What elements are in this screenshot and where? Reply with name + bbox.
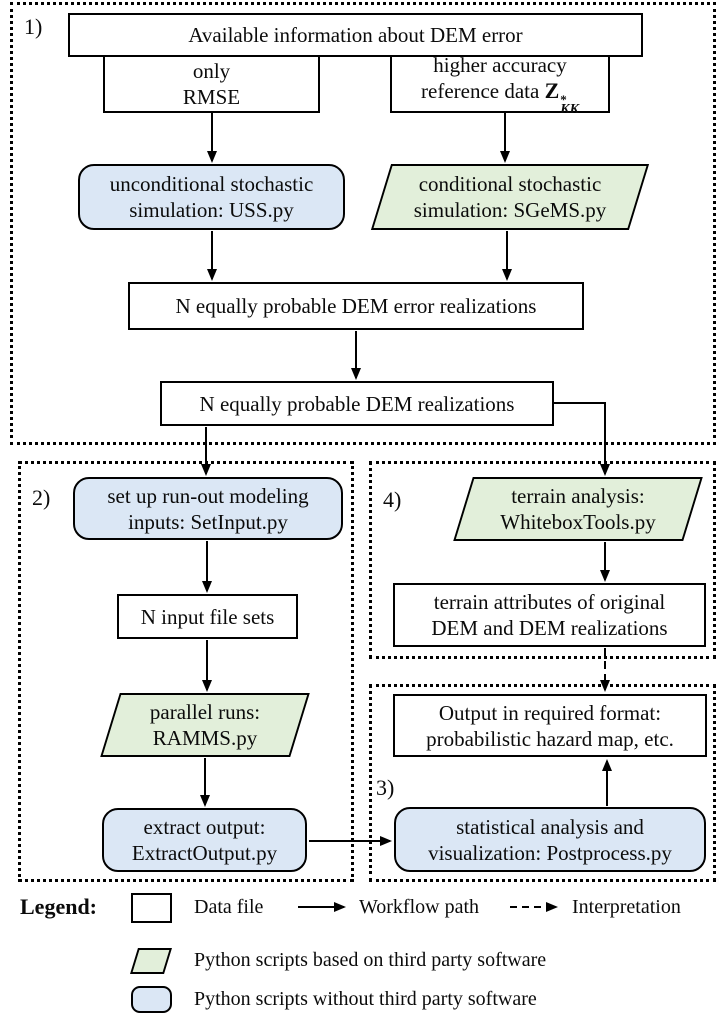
node-available-info: Available information about DEM error bbox=[68, 13, 643, 57]
node-dem-realizations: N equally probable DEM realizations bbox=[160, 381, 554, 426]
node-dem-error-realizations: N equally probable DEM error realization… bbox=[128, 282, 584, 330]
node-set-input: set up run-out modeling inputs: SetInput… bbox=[73, 477, 343, 540]
node-ramms-line1: parallel runs: bbox=[149, 700, 261, 724]
node-ramms-line2: RAMMS.py bbox=[152, 726, 258, 750]
node-terrain-attributes: terrain attributes of original DEM and D… bbox=[393, 583, 706, 647]
reference-data-label: reference data bbox=[421, 79, 540, 103]
section-3-border bbox=[369, 684, 716, 882]
legend-workflow-arrow-icon bbox=[298, 902, 346, 912]
node-sgems-line1: conditional stochastic bbox=[418, 172, 602, 196]
z-symbol-scripts: *KK bbox=[560, 92, 579, 117]
section-1-label: 1) bbox=[24, 14, 43, 39]
z-superscript: * bbox=[560, 92, 567, 107]
node-output-format: Output in required format: probabilistic… bbox=[393, 694, 707, 757]
node-available-info-text: Available information about DEM error bbox=[188, 23, 523, 47]
section-4-border bbox=[369, 461, 716, 659]
node-ramms-inner: parallel runs: RAMMS.py bbox=[112, 695, 298, 755]
legend-workflow-path-label: Workflow path bbox=[359, 896, 480, 918]
node-postprocess-line2: visualization: Postprocess.py bbox=[428, 840, 672, 865]
node-ramms: parallel runs: RAMMS.py bbox=[100, 693, 310, 757]
node-sgems-line2: simulation: SGeMS.py bbox=[413, 198, 607, 222]
node-terrain-attributes-line2: DEM and DEM realizations bbox=[431, 616, 668, 640]
legend-title: Legend: bbox=[20, 894, 97, 919]
node-terrain-analysis-line1: terrain analysis: bbox=[511, 484, 645, 508]
section-1-border bbox=[10, 2, 716, 445]
node-reference-data: higher accuracy reference data Z*KK bbox=[390, 53, 610, 117]
node-uss-line1: unconditional stochastic bbox=[109, 172, 314, 196]
section-3-label: 3) bbox=[376, 775, 395, 800]
legend-data-file-label: Data file bbox=[194, 896, 264, 918]
legend-interpretation-label: Interpretation bbox=[572, 896, 681, 918]
node-postprocess-line1: statistical analysis and bbox=[456, 814, 644, 839]
node-postprocess: statistical analysis and visualization: … bbox=[394, 807, 706, 872]
node-reference-data-line1: higher accuracy bbox=[433, 53, 567, 77]
node-dem-realizations-text: N equally probable DEM realizations bbox=[199, 391, 515, 416]
legend-third-party-swatch bbox=[130, 948, 172, 974]
node-only-rmse-line2: RMSE bbox=[182, 85, 241, 109]
node-only-rmse: only RMSE bbox=[103, 55, 320, 113]
node-set-input-line1: set up run-out modeling bbox=[107, 483, 309, 508]
legend-no-third-party-swatch bbox=[131, 986, 172, 1013]
section-2-label: 2) bbox=[32, 485, 51, 510]
node-extract-output: extract output: ExtractOutput.py bbox=[102, 808, 307, 872]
node-terrain-analysis: terrain analysis: WhiteboxTools.py bbox=[453, 477, 703, 541]
node-only-rmse-line1: only bbox=[192, 59, 231, 83]
node-reference-data-line2: reference data Z*KK bbox=[421, 78, 579, 117]
node-uss-line2: simulation: USS.py bbox=[129, 198, 294, 222]
node-terrain-attributes-line1: terrain attributes of original bbox=[433, 590, 666, 614]
node-uss: unconditional stochastic simulation: USS… bbox=[78, 164, 345, 230]
legend-no-third-party-label: Python scripts without third party softw… bbox=[194, 988, 537, 1010]
legend-interpretation-arrow-icon bbox=[510, 902, 558, 912]
section-2-border bbox=[18, 461, 354, 882]
section-4-label: 4) bbox=[383, 487, 402, 512]
node-extract-output-line2: ExtractOutput.py bbox=[131, 841, 278, 865]
node-extract-output-line1: extract output: bbox=[143, 815, 266, 839]
node-output-format-line2: probabilistic hazard map, etc. bbox=[426, 726, 674, 751]
node-output-format-line1: Output in required format: bbox=[438, 700, 662, 725]
node-input-file-sets-text: N input file sets bbox=[140, 604, 275, 629]
legend-third-party-label: Python scripts based on third party soft… bbox=[194, 949, 547, 971]
node-terrain-analysis-inner: terrain analysis: WhiteboxTools.py bbox=[465, 479, 691, 539]
node-dem-error-realizations-text: N equally probable DEM error realization… bbox=[175, 294, 537, 318]
node-set-input-line2: inputs: SetInput.py bbox=[128, 509, 288, 534]
node-sgems: conditional stochastic simulation: SGeMS… bbox=[370, 164, 650, 230]
node-sgems-inner: conditional stochastic simulation: SGeMS… bbox=[383, 166, 637, 228]
node-input-file-sets: N input file sets bbox=[117, 594, 298, 639]
z-symbol: Z bbox=[544, 78, 560, 103]
z-subscript: KK bbox=[560, 102, 579, 117]
node-terrain-analysis-line2: WhiteboxTools.py bbox=[500, 510, 656, 534]
legend-data-file-swatch bbox=[131, 893, 172, 923]
